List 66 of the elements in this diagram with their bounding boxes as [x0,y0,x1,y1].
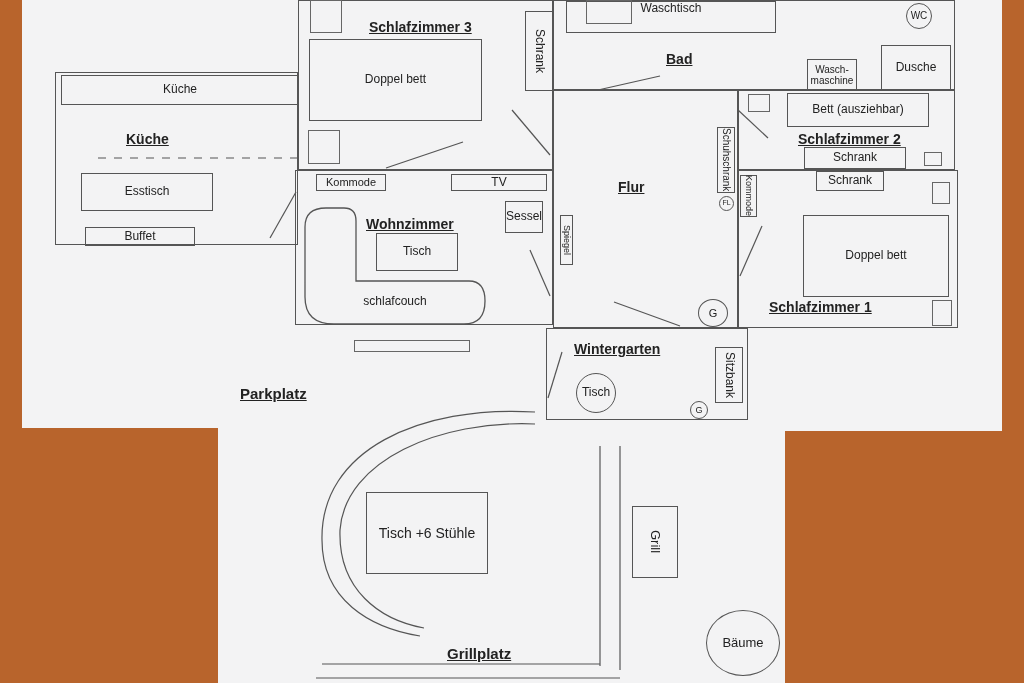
furniture-label: Bäume [722,635,764,651]
furniture-label: Dusche [895,61,937,75]
furniture-label: Küche [163,83,197,97]
table-outline [366,492,488,574]
area-label: Parkplatz [240,385,307,402]
furniture-label: Spiegel [561,225,572,255]
room-label: Wintergarten [574,341,661,357]
room-outline [295,170,553,325]
shower-outline [881,45,951,91]
furniture-label: Bett (ausziehbar) [812,103,904,117]
room-label: Küche [126,131,169,147]
room-label: Schlafzimmer 2 [798,131,901,147]
washstand-outline [566,1,776,33]
furniture-label: Kommode [325,176,377,189]
table-outline [81,173,213,211]
furniture-label: Doppel bett [364,73,427,87]
armchair-outline [505,201,543,233]
furniture-label: Kommode [743,175,754,217]
wardrobe-outline [525,11,553,91]
furniture-label: Schrank [833,151,877,165]
wardrobe-outline [804,147,906,169]
sideboard-outline [85,227,195,246]
furniture-label: Schrank [828,174,872,188]
tv-outline [451,174,547,191]
room-outline [298,0,553,170]
room-outline [546,328,748,420]
furniture-label: Waschtisch [640,2,702,16]
room-label: Wohnzimmer [366,216,454,232]
dresser-outline [316,174,386,191]
wardrobe-outline [816,171,884,191]
furniture-label: Esstisch [124,185,170,199]
furniture-label: Tisch [581,386,611,400]
furniture-label: G [708,306,718,320]
furniture-label: Tisch +6 Stühle [378,524,476,542]
furniture-label: WC [910,10,928,22]
furniture-label: Wasch- maschine [809,63,855,87]
room-label: Schlafzimmer 3 [369,19,472,35]
bed-outline [803,215,949,297]
furniture-label: Tisch [402,245,432,259]
furniture-label: Schuhschrank [720,128,732,192]
bench-outline [715,347,743,403]
furniture-label: Schrank [532,29,546,73]
bed-outline [309,39,482,121]
counter-outline [61,75,299,105]
sofa-outline [304,207,486,325]
furniture-label: G [695,404,703,416]
room-label: Schlafzimmer 1 [769,299,872,315]
room-outline [738,170,958,328]
room-label: Bad [666,51,693,67]
table-outline [376,233,458,271]
room-outline [55,72,298,245]
mirror-outline [560,215,573,265]
area-label: Grillplatz [447,645,512,662]
bed-outline [787,93,929,127]
furniture-label: schlafcouch [363,295,427,309]
furniture-label: Sessel [506,210,542,224]
furniture-label: Grill [647,530,663,554]
grill-outline [632,506,678,578]
room-outline [738,90,955,170]
furniture-label: Doppel bett [845,249,907,263]
furniture-label: Buffet [124,229,156,244]
furniture-label: Sitzbank [722,352,736,398]
room-outline [553,0,955,90]
furniture-label: TV [491,175,507,190]
room-outline [553,90,738,328]
room-label: Flur [618,179,645,195]
